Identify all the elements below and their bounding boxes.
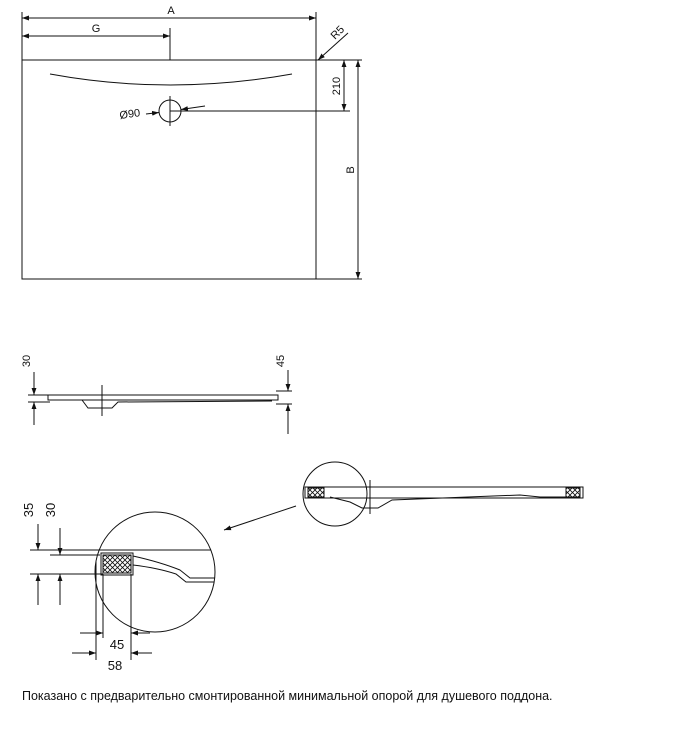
detail-support-block bbox=[102, 554, 132, 574]
label-a: A bbox=[167, 5, 175, 17]
slope-curve bbox=[49, 73, 293, 86]
caption-text: Показано с предварительно смонтированной… bbox=[22, 689, 553, 703]
leader-r5 bbox=[317, 32, 349, 61]
section-view bbox=[223, 461, 584, 531]
side-profile-bottom bbox=[81, 399, 273, 409]
tray-outline bbox=[21, 59, 317, 280]
detail-arrow bbox=[223, 505, 297, 531]
top-view bbox=[21, 12, 362, 280]
section-support-right bbox=[565, 487, 581, 498]
detail-view bbox=[30, 511, 216, 660]
label-detail-35: 35 bbox=[21, 503, 36, 517]
label-side-30: 30 bbox=[21, 355, 33, 367]
label-r5: R5 bbox=[329, 24, 347, 42]
label-detail-30: 30 bbox=[43, 503, 58, 517]
label-drain-diameter: Ø90 bbox=[119, 107, 141, 122]
section-support-left bbox=[307, 487, 325, 498]
label-b: B bbox=[345, 166, 357, 173]
label-detail-58: 58 bbox=[108, 658, 122, 673]
label-detail-45: 45 bbox=[110, 637, 124, 652]
label-side-45: 45 bbox=[275, 355, 287, 367]
label-g: G bbox=[92, 23, 101, 35]
label-210: 210 bbox=[331, 77, 343, 95]
side-profile-top bbox=[47, 394, 279, 401]
detail-circle bbox=[94, 511, 216, 633]
side-view bbox=[28, 370, 292, 434]
detail-marker-circle bbox=[302, 461, 368, 527]
